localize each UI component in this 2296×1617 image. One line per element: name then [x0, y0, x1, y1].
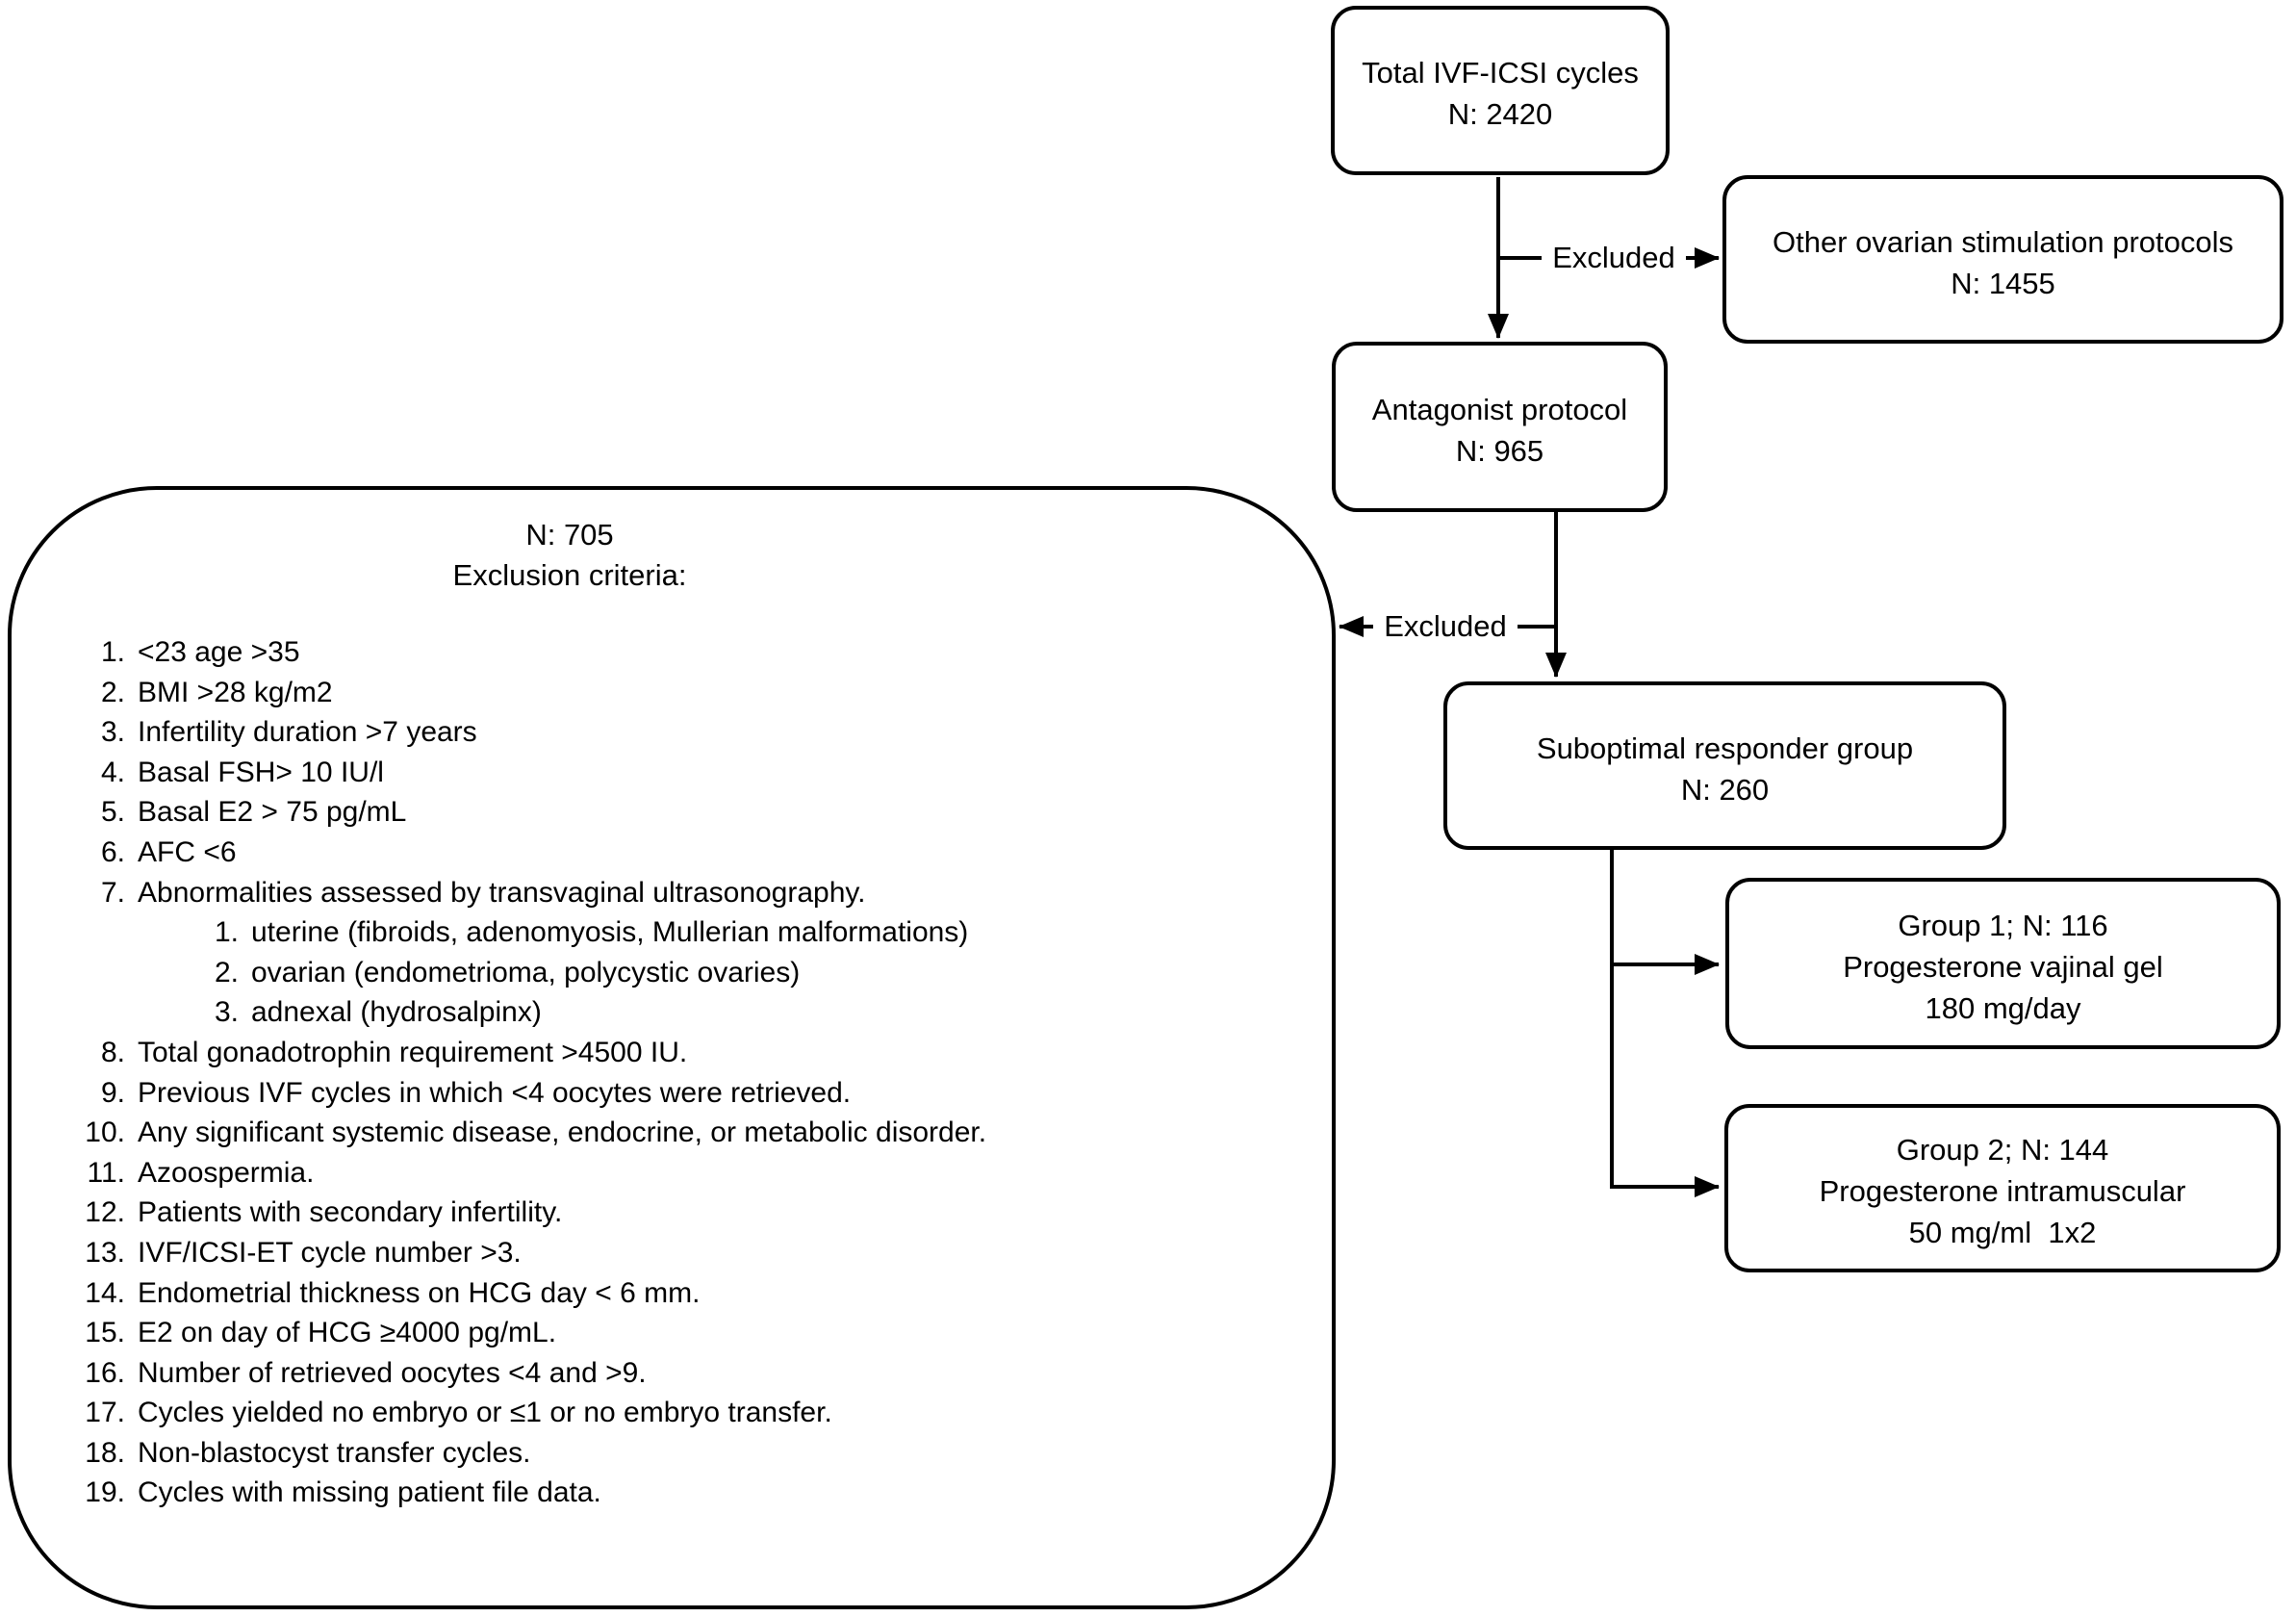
node-line: Other ovarian stimulation protocols [1772, 224, 2233, 259]
exclusion-title: Exclusion criteria: [452, 558, 687, 592]
exclusion-item-text: Infertility duration >7 years [138, 716, 477, 749]
exclusion-item: 10. Any significant systemic disease, end… [12, 1113, 1332, 1153]
exclusion-item-text: Basal E2 > 75 pg/mL [138, 796, 407, 829]
exclusion-item-text: IVF/ICSI-ET cycle number >3. [138, 1236, 522, 1269]
exclusion-item-text: Abnormalities assessed by transvaginal u… [138, 876, 866, 909]
exclusion-item-text: Any significant systemic disease, endocr… [138, 1116, 987, 1149]
node-line: 50 mg/ml 1x2 [1908, 1216, 2097, 1249]
node-suboptimal-responder-group: Suboptimal responder group N: 260 [1443, 681, 2006, 850]
node-line: Progesterone vajinal gel [1843, 949, 2163, 984]
exclusion-item: 5. Basal E2 > 75 pg/mL [12, 792, 1332, 833]
exclusion-item: 1. uterine (fibroids, adenomyosis, Muller… [12, 912, 1332, 953]
node-group-1: Group 1; N: 116 Progesterone vajinal gel… [1725, 878, 2281, 1049]
node-line: N: 260 [1680, 772, 1770, 807]
exclusion-item: 3. adnexal (hydrosalpinx) [12, 992, 1332, 1033]
node-line: N: 2420 [1447, 97, 1553, 131]
exclusion-item-number: 6. [100, 835, 125, 868]
exclusion-item: 17. Cycles yielded no embryo or ≤1 or no … [12, 1393, 1332, 1433]
node-line: N: 1455 [1951, 266, 2055, 300]
exclusion-item-number: 15. [85, 1317, 125, 1349]
node-other-stimulation-protocols: Other ovarian stimulation protocols N: 1… [1722, 175, 2283, 344]
exclusion-item-number: 10. [85, 1116, 125, 1149]
exclusion-item: 2. ovarian (endometrioma, polycystic ovar… [12, 953, 1332, 993]
exclusion-item-number: 5. [100, 796, 125, 829]
node-line: 180 mg/day [1925, 990, 2081, 1025]
exclusion-item-number: 16. [85, 1356, 125, 1389]
exclusion-item-text: E2 on day of HCG ≥4000 pg/mL. [138, 1317, 557, 1349]
exclusion-item: 15. E2 on day of HCG ≥4000 pg/mL. [12, 1313, 1332, 1353]
exclusion-item-text: Azoospermia. [138, 1156, 315, 1189]
exclusion-item: 2. BMI >28 kg/m2 [12, 673, 1332, 713]
excluded-label-right: Excluded [1542, 237, 1686, 279]
exclusion-item-number: 11. [87, 1156, 125, 1189]
exclusion-box-header: N: 705 Exclusion criteria: [12, 515, 1128, 596]
exclusion-item-number: 12. [85, 1196, 125, 1229]
exclusion-list: 1. <23 age >35 2. BMI >28 kg/m2 3. Infertilit… [12, 632, 1332, 1513]
exclusion-item-number: 1. [100, 636, 125, 668]
exclusion-n-label: N: 705 [525, 518, 614, 552]
node-total-ivf-icsi-cycles: Total IVF-ICSI cycles N: 2420 [1331, 6, 1670, 175]
exclusion-item-text: <23 age >35 [138, 636, 300, 668]
node-line: Group 1; N: 116 [1898, 908, 2108, 942]
node-group-2: Group 2; N: 144 Progesterone intramuscul… [1724, 1104, 2281, 1272]
exclusion-item: 11. Azoospermia. [12, 1153, 1332, 1194]
exclusion-item-text: Number of retrieved oocytes <4 and >9. [138, 1356, 647, 1389]
exclusion-item-number: 7. [100, 876, 125, 909]
exclusion-item-number: 19. [85, 1476, 125, 1509]
exclusion-item-text: Patients with secondary infertility. [138, 1196, 563, 1229]
exclusion-item-number: 9. [100, 1076, 125, 1109]
node-antagonist-protocol: Antagonist protocol N: 965 [1332, 342, 1668, 512]
exclusion-item: 7. Abnormalities assessed by transvaginal… [12, 873, 1332, 913]
exclusion-item-text: Total gonadotrophin requirement >4500 IU… [138, 1036, 688, 1068]
node-line: Total IVF-ICSI cycles [1362, 56, 1639, 90]
node-line: N: 965 [1455, 433, 1544, 468]
exclusion-item-number: 18. [85, 1436, 125, 1469]
node-line: Suboptimal responder group [1536, 731, 1914, 765]
exclusion-item-text: Cycles yielded no embryo or ≤1 or no emb… [138, 1397, 832, 1429]
exclusion-item-text: Previous IVF cycles in which <4 oocytes … [138, 1076, 852, 1109]
exclusion-item-number: 3. [214, 996, 239, 1029]
exclusion-item-number: 1. [214, 916, 239, 949]
exclusion-item-text: Endometrial thickness on HCG day < 6 mm. [138, 1276, 701, 1309]
exclusion-item-text: ovarian (endometrioma, polycystic ovarie… [251, 956, 801, 988]
exclusion-item-number: 2. [100, 676, 125, 708]
exclusion-item: 12. Patients with secondary infertility. [12, 1193, 1332, 1233]
exclusion-criteria-box: N: 705 Exclusion criteria: 1. <23 age >35… [8, 486, 1336, 1609]
exclusion-item-text: Non-blastocyst transfer cycles. [138, 1436, 531, 1469]
exclusion-item-text: Cycles with missing patient file data. [138, 1476, 601, 1509]
exclusion-item: 3. Infertility duration >7 years [12, 712, 1332, 753]
exclusion-item-number: 2. [214, 956, 239, 988]
exclusion-item-text: AFC <6 [138, 835, 237, 868]
exclusion-item-number: 4. [100, 756, 125, 788]
connector-suboptimal-to-group2 [1610, 850, 1720, 1197]
exclusion-item-text: BMI >28 kg/m2 [138, 676, 333, 708]
exclusion-item: 19. Cycles with missing patient file data… [12, 1473, 1332, 1513]
node-line: Group 2; N: 144 [1896, 1133, 2109, 1167]
exclusion-item-text: uterine (fibroids, adenomyosis, Mulleria… [251, 916, 969, 949]
exclusion-item-number: 14. [85, 1276, 125, 1309]
exclusion-item: 8. Total gonadotrophin requirement >4500 … [12, 1033, 1332, 1073]
exclusion-item-text: Basal FSH> 10 IU/l [138, 756, 384, 788]
exclusion-item-number: 3. [100, 716, 125, 749]
exclusion-item: 1. <23 age >35 [12, 632, 1332, 673]
exclusion-item: 4. Basal FSH> 10 IU/l [12, 753, 1332, 793]
exclusion-item-number: 17. [85, 1397, 125, 1429]
node-line: Progesterone intramuscular [1819, 1174, 2186, 1208]
excluded-label-left: Excluded [1373, 605, 1518, 648]
exclusion-item: 9. Previous IVF cycles in which <4 oocyte… [12, 1073, 1332, 1114]
exclusion-item: 18. Non-blastocyst transfer cycles. [12, 1433, 1332, 1474]
exclusion-item: 16. Number of retrieved oocytes <4 and >9… [12, 1353, 1332, 1394]
exclusion-item-number: 8. [100, 1036, 125, 1068]
exclusion-item: 14. Endometrial thickness on HCG day < 6 … [12, 1273, 1332, 1314]
exclusion-item: 13. IVF/ICSI-ET cycle number >3. [12, 1233, 1332, 1273]
exclusion-item-number: 13. [85, 1236, 125, 1269]
node-line: Antagonist protocol [1371, 392, 1628, 426]
exclusion-item: 6. AFC <6 [12, 833, 1332, 873]
exclusion-item-text: adnexal (hydrosalpinx) [251, 996, 542, 1029]
